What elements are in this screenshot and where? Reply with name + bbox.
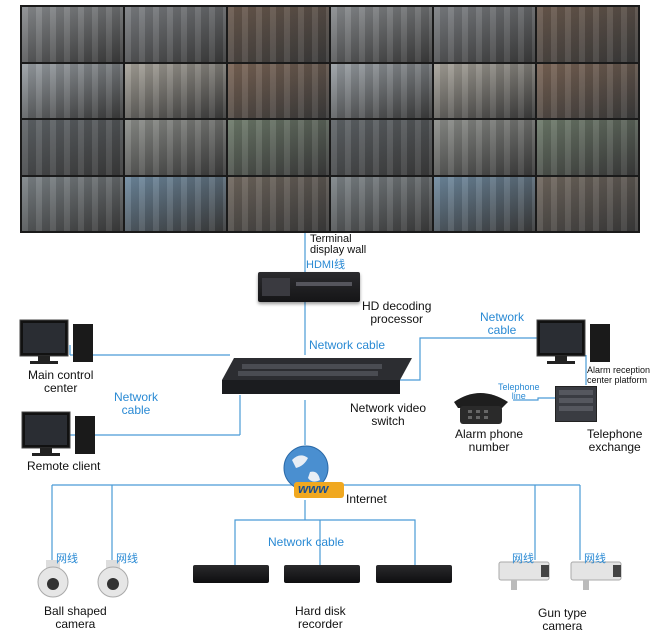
alarm-reception-computer	[535, 318, 615, 371]
camera-feed-tile	[125, 7, 226, 62]
telephone-exchange	[555, 386, 597, 422]
camera-feed-tile	[125, 63, 226, 118]
hdd-recorder-label: Hard disk recorder	[295, 604, 346, 631]
camera-feed-tile	[537, 7, 638, 62]
camera-feed-tile	[537, 63, 638, 118]
network-cable-left-label: Network cable	[114, 390, 159, 417]
network-switch-label: Network video switch	[350, 401, 427, 428]
telephone-exchange-label: Telephone exchange	[587, 427, 643, 454]
ball-camera-1	[36, 560, 70, 605]
camera-feed-tile	[22, 7, 123, 62]
ball-camera-2	[96, 560, 130, 605]
internet-label: Internet	[346, 492, 387, 506]
hdd-recorder-3	[376, 565, 452, 583]
camera-feed-tile	[434, 63, 535, 118]
hd-decoding-processor	[258, 272, 360, 302]
ball-camera-label: Ball shaped camera	[44, 604, 107, 631]
alarm-platform-label: Alarm reception center platform	[587, 365, 651, 385]
remote-client-computer	[20, 410, 100, 463]
camera-feed-tile	[331, 63, 432, 118]
telephone-line-label: Telephone line	[498, 382, 540, 401]
camera-feed-tile	[331, 7, 432, 62]
camera-feed-tile	[434, 176, 535, 231]
camera-feed-tile	[537, 120, 638, 175]
camera-feed-tile	[228, 63, 329, 118]
camera-feed-tile	[434, 7, 535, 62]
camera-feed-tile	[228, 176, 329, 231]
camera-feed-tile	[228, 120, 329, 175]
wangxian-label-3: 网线	[512, 553, 534, 565]
camera-feed-tile	[331, 176, 432, 231]
wangxian-label-4: 网线	[584, 553, 606, 565]
hdd-recorder-1	[193, 565, 269, 583]
camera-feed-tile	[434, 120, 535, 175]
internet-globe-icon: www	[278, 442, 348, 509]
camera-feed-tile	[22, 176, 123, 231]
camera-feed-tile	[125, 120, 226, 175]
camera-feed-tile	[22, 120, 123, 175]
camera-feed-tile	[22, 63, 123, 118]
gun-camera-2	[565, 560, 625, 599]
terminal-display-wall	[20, 5, 640, 233]
terminal-wall-label: Terminal display wall	[310, 233, 367, 256]
alarm-phone	[450, 388, 512, 431]
network-cable-right-label: Network cable	[480, 310, 525, 337]
main-control-label: Main control center	[28, 368, 94, 395]
gun-camera-label: Gun type camera	[538, 606, 587, 633]
alarm-phone-label: Alarm phone number	[455, 427, 524, 454]
hd-decoding-label: HD decoding processor	[362, 299, 432, 326]
hdmi-label: HDMI线	[306, 259, 346, 271]
network-video-switch	[222, 352, 412, 398]
camera-feed-tile	[228, 7, 329, 62]
wangxian-label-2: 网线	[116, 553, 138, 565]
wangxian-label-1: 网线	[56, 553, 78, 565]
camera-feed-tile	[331, 120, 432, 175]
network-cable-bottom-label: Network cable	[268, 535, 345, 549]
camera-feed-tile	[537, 176, 638, 231]
hdd-recorder-2	[284, 565, 360, 583]
remote-client-label: Remote client	[27, 459, 101, 473]
camera-feed-tile	[125, 176, 226, 231]
gun-camera-1	[493, 560, 553, 599]
www-label: www	[298, 481, 329, 496]
main-control-computer	[18, 318, 98, 371]
network-cable-top-label: Network cable	[309, 338, 386, 352]
